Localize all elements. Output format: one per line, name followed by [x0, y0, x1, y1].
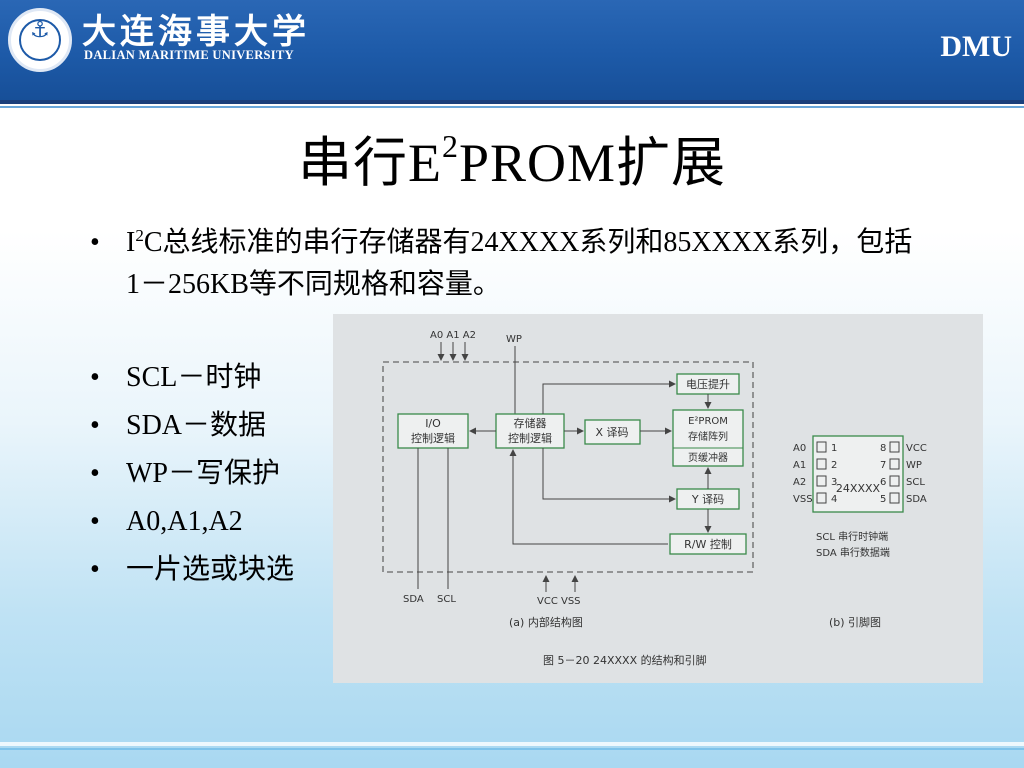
footer-divider-thin [0, 748, 1024, 750]
title-suffix: PROM扩展 [458, 133, 727, 193]
bullet-dot: • [90, 227, 100, 258]
left-pin-vss: VSS [793, 494, 813, 505]
caption-internal: (a) 内部结构图 [509, 615, 583, 629]
chip-package [812, 435, 904, 513]
title-prefix: 串行E [297, 133, 442, 193]
eeprom-array-block [672, 409, 744, 467]
right-pin-wp: WP [906, 460, 922, 471]
bullet-dot: • [90, 362, 100, 393]
eeprom-label-3: 页缓冲器 [688, 451, 728, 464]
left-pin-num-3: 3 [831, 477, 837, 488]
caption-pins: (b) 引脚图 [829, 615, 881, 629]
left-pin-num-4: 4 [831, 494, 837, 505]
dmu-abbreviation: DMU [940, 30, 1012, 63]
chip-boundary [382, 361, 754, 573]
bullet-item-i2c: • I2C总线标准的串行存储器有24XXXX系列和85XXXX系列，包括1－25… [90, 222, 916, 306]
header-divider [0, 100, 1024, 104]
bullet-i2c-a: I [126, 227, 136, 258]
bullet-dot: • [90, 554, 100, 585]
bullet-dot: • [90, 410, 100, 441]
io-control-block [397, 413, 469, 449]
header-divider-thin [0, 106, 1024, 108]
left-pin-num-1: 1 [831, 443, 837, 454]
bullet-sda-text: SDA－数据 [126, 410, 267, 441]
chip-name-label: 24XXXX [836, 482, 881, 495]
rw-control-block [669, 533, 747, 555]
eeprom-figure: A0 A1 A2 WP I/O 控制逻辑 存储器 控制逻辑 X 译码 E²PRO… [333, 314, 983, 683]
header-bar: ⚓ 大连海事大学 DALIAN MARITIME UNIVERSITY DMU [0, 0, 1024, 100]
right-pin-num-8: 8 [880, 443, 886, 454]
title-superscript: 2 [441, 128, 459, 164]
legend-scl: SCL 串行时钟端 [816, 530, 888, 543]
left-pin-a2: A2 [793, 477, 806, 488]
left-pin-a0: A0 [793, 443, 806, 454]
bullet-address-text: A0,A1,A2 [126, 506, 243, 537]
bullet-item-scl: • SCL－时钟 [90, 354, 940, 402]
right-pin-vcc: VCC [906, 443, 927, 454]
x-decoder-block [584, 419, 641, 445]
figure-caption: 图 5－20 24XXXX 的结构和引脚 [543, 653, 707, 667]
anchor-icon: ⚓ [30, 18, 50, 43]
voltage-boost-label: 电压提升 [686, 378, 730, 391]
university-seal-logo: ⚓ [8, 8, 72, 72]
io-label-1: I/O [425, 417, 441, 430]
right-pin-scl: SCL [906, 477, 925, 488]
legend-sda: SDA 串行数据端 [816, 546, 890, 559]
y-decoder-label: Y 译码 [691, 493, 724, 506]
left-pin-a1: A1 [793, 460, 806, 471]
footer-divider [0, 742, 1024, 746]
eeprom-label-1: E²PROM [688, 416, 728, 427]
bullet-item-chipselect: • 一片选或块选 [90, 546, 940, 594]
bullet-dot: • [90, 506, 100, 537]
x-decoder-label: X 译码 [595, 426, 628, 439]
right-pin-num-6: 6 [880, 477, 886, 488]
mem-label-2: 控制逻辑 [508, 431, 552, 445]
seal-ring [19, 19, 61, 61]
university-name-en: DALIAN MARITIME UNIVERSITY [84, 48, 294, 62]
bullet-item-address: • A0,A1,A2 [90, 498, 940, 546]
pins-top-label: A0 A1 A2 [430, 330, 476, 341]
scl-pin-label: SCL [437, 594, 456, 605]
bullet-chipselect-text: 一片选或块选 [126, 554, 295, 585]
bullet-dot: • [90, 458, 100, 489]
bullet-item-wp: • WP－写保护 [90, 450, 940, 498]
slide-title: 串行E2PROM扩展 [0, 118, 1024, 197]
bullet-scl-text: SCL－时钟 [126, 362, 262, 393]
bullet-i2c-b: C总线标准的串行存储器有24XXXX系列和85XXXX系列，包括1－256KB等… [126, 227, 913, 300]
wp-pin-label: WP [506, 334, 522, 345]
bullet-i2c-sup: 2 [135, 226, 144, 245]
right-pin-sda: SDA [906, 494, 927, 505]
university-name-cn: 大连海事大学 [82, 12, 310, 52]
sda-pin-label: SDA [403, 594, 424, 605]
rw-control-label: R/W 控制 [684, 537, 732, 551]
right-pin-num-5: 5 [880, 494, 886, 505]
right-pin-num-7: 7 [880, 460, 886, 471]
power-pins-label: VCC VSS [537, 596, 581, 607]
bullet-list: • I2C总线标准的串行存储器有24XXXX系列和85XXXX系列，包括1－25… [90, 222, 940, 594]
left-pin-num-2: 2 [831, 460, 837, 471]
io-label-2: 控制逻辑 [411, 431, 455, 445]
mem-label-1: 存储器 [514, 416, 547, 430]
bullet-wp-text: WP－写保护 [126, 458, 281, 489]
eeprom-label-2: 存储阵列 [688, 430, 728, 443]
bullet-item-sda: • SDA－数据 [90, 402, 940, 450]
